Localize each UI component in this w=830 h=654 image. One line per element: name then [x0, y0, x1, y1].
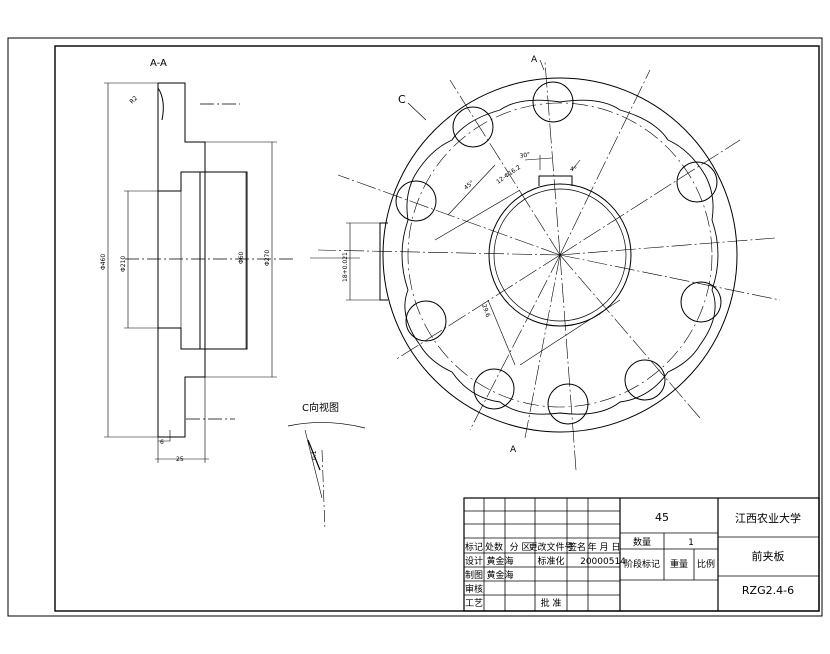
draw-name: 黄金海	[486, 569, 513, 581]
material-text: 45	[655, 511, 669, 524]
bolt-hole	[532, 81, 574, 123]
std-label: 标准化	[537, 555, 564, 567]
dim-angle-1: 45°	[463, 179, 476, 191]
section-a-bottom: A	[510, 445, 517, 455]
dim-keyway-width: 18+0.021	[342, 252, 349, 282]
pitch-circle	[407, 102, 713, 408]
check-label: 审核	[465, 583, 483, 595]
rev-header: 签名	[568, 541, 586, 553]
outer-circle	[382, 77, 738, 433]
dim-c-view: 0.1	[311, 450, 318, 460]
section-aa-title: A-A	[150, 58, 167, 69]
bolt-hole	[676, 161, 718, 203]
weight-label: 重量	[670, 558, 688, 570]
dim-angle-2: 30°	[519, 151, 531, 160]
bolt-holes	[395, 81, 722, 425]
rev-header: 标记	[465, 541, 483, 553]
part-name: 前夹板	[752, 549, 785, 563]
scalloped-profile	[401, 99, 719, 415]
draw-label: 制图	[465, 569, 483, 581]
c-view-title: C向视图	[302, 401, 339, 414]
outer-frame	[7, 37, 823, 617]
design-label: 设计	[465, 555, 483, 567]
date-text: 20000514	[580, 557, 626, 567]
radial-lines	[317, 61, 781, 471]
design-name: 黄金海	[486, 555, 513, 567]
dim-keyway-depth: 29.6	[480, 303, 491, 318]
bolt-hole	[452, 106, 494, 148]
bolt-hole	[395, 180, 437, 222]
drawing-number: RZG2.4-6	[742, 584, 794, 597]
dim-dia-bore-a: Φ210	[120, 256, 127, 272]
dim-dia-bore-b: Φ60	[238, 251, 245, 264]
title-block: 45 江西农业大学 前夹板 RZG2.4-6 数量 1 阶段标记 重量 比例 标…	[463, 497, 820, 612]
front-view: C A A 18+0.021 29.6 45° 30° 4° 12-Φ16.2	[310, 55, 781, 471]
dim-dia-outer: Φ460	[100, 254, 107, 270]
bolt-hole	[680, 281, 722, 323]
dim-24: 4°	[570, 166, 577, 173]
qty-label: 数量	[633, 536, 651, 548]
central-bore	[488, 183, 632, 327]
rev-header: 处数	[485, 541, 503, 553]
dim-width-25: 25	[176, 456, 184, 463]
dim-small-6: 6	[160, 439, 164, 446]
rev-header: 分 区	[510, 542, 531, 553]
section-view-aa: A-A R2 Φ460	[100, 58, 295, 463]
rev-header: 年 月 日	[588, 541, 621, 553]
scale-label: 比例	[697, 558, 715, 570]
inner-border	[54, 45, 820, 612]
stage-label: 阶段标记	[624, 558, 660, 570]
bolt-hole	[547, 383, 589, 425]
bolt-hole	[473, 368, 515, 410]
school-name: 江西农业大学	[735, 511, 801, 525]
keyway	[538, 175, 573, 186]
dim-slot: 12-Φ16.2	[495, 164, 522, 186]
bolt-hole	[405, 300, 447, 342]
rev-header: 更改文件号	[528, 541, 573, 553]
process-label: 工艺	[465, 598, 483, 609]
dim-r-corner: R2	[128, 95, 139, 106]
section-a-top: A	[531, 55, 538, 65]
central-bore-inner	[493, 188, 627, 322]
qty-value: 1	[688, 538, 694, 548]
c-view: C向视图 0.1	[287, 401, 366, 531]
approve-label: 批 准	[541, 597, 562, 609]
dim-dia-step: Φ270	[264, 250, 271, 266]
c-mark: C	[398, 93, 406, 106]
bolt-hole	[624, 359, 666, 401]
